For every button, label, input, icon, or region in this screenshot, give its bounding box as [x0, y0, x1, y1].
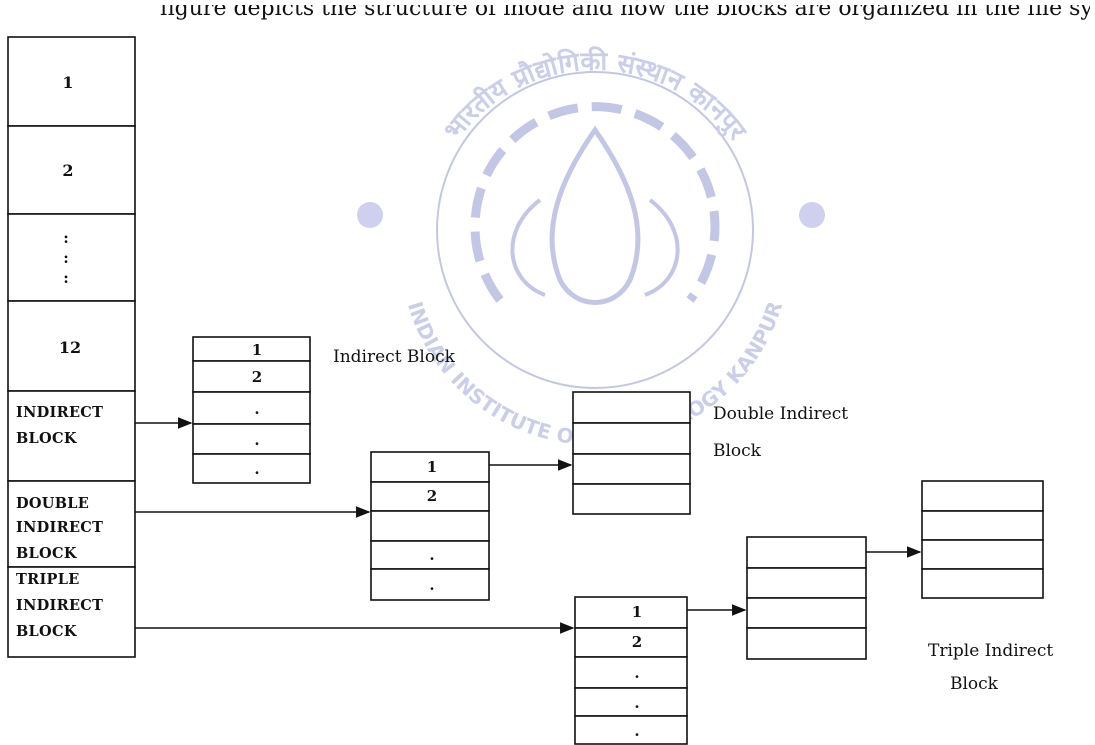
triple-first-cell-label: . — [634, 664, 639, 682]
double-second-cell — [572, 391, 691, 424]
inode-direct-2-label: 2 — [62, 161, 73, 180]
inode-ellipsis-3: : — [63, 269, 69, 287]
inode-triple-label-line1: TRIPLE — [16, 571, 80, 588]
inode-direct-1-label: 1 — [62, 73, 73, 92]
triple-second-cell — [746, 597, 867, 629]
seal-flame — [549, 125, 641, 305]
double-first-cell — [370, 540, 490, 570]
seal-outer-ring — [436, 71, 754, 389]
triple-indirect-first-level: 1 2 . . . — [574, 596, 688, 745]
watermark-seal: भारतीय प्रौद्योगिकी संस्थान कानपुर INDIA… — [357, 46, 825, 450]
header-text-fragment: figure depicts the structure of inode an… — [160, 0, 1090, 21]
indirect-block-cell-label: 2 — [252, 368, 262, 386]
double-first-cell — [370, 451, 490, 483]
indirect-block-cell-label: . — [254, 400, 259, 418]
double-indirect-first-level: 1 2 . . — [370, 451, 490, 601]
indirect-block-cell — [192, 360, 311, 393]
inode-direct-1-cell — [7, 36, 136, 127]
inode-direct-12-label: 12 — [59, 338, 81, 357]
inode-ellipsis-1: : — [63, 229, 69, 247]
triple-indirect-third-level — [921, 480, 1044, 599]
seal-petals — [510, 198, 680, 297]
triple-indirect-caption-line1: Triple Indirect — [928, 641, 1053, 661]
triple-indirect-caption-line2: Block — [950, 674, 999, 694]
indirect-block-caption: Indirect Block — [333, 347, 456, 367]
triple-third-cell — [921, 568, 1044, 599]
inode-ellipsis-2: : — [63, 249, 69, 267]
inode-double-label-line1: DOUBLE — [16, 495, 89, 512]
indirect-block-cell — [192, 453, 311, 484]
double-first-cell-label: 2 — [427, 487, 437, 505]
double-second-cell — [572, 453, 691, 485]
triple-third-cell — [921, 510, 1044, 541]
inode-triple-label-line3: BLOCK — [16, 623, 78, 640]
double-second-cell — [572, 483, 691, 515]
triple-first-cell — [574, 656, 688, 689]
double-first-cell — [370, 510, 490, 542]
inode-direct-ellipsis-cell — [7, 213, 136, 302]
triple-first-cell — [574, 715, 688, 745]
seal-dot-right — [799, 202, 825, 228]
seal-dot-left — [357, 202, 383, 228]
seal-gear — [470, 102, 720, 303]
indirect-block-cell — [192, 336, 311, 362]
triple-first-cell — [574, 687, 688, 717]
double-first-cell-label: . — [429, 576, 434, 594]
double-first-cell-label: 1 — [427, 458, 437, 476]
double-indirect-second-level — [572, 391, 691, 515]
indirect-block: 1 2 . . . — [192, 336, 311, 484]
triple-first-cell — [574, 596, 688, 629]
indirect-block-cell-label: . — [254, 460, 259, 478]
inode-table: 1 2 : : : 12 INDIRECT BLOCK DOUBLE INDIR… — [7, 36, 136, 658]
double-indirect-caption-line1: Double Indirect — [713, 404, 848, 424]
double-first-cell-label: . — [429, 546, 434, 564]
triple-second-cell — [746, 536, 867, 569]
triple-first-cell — [574, 627, 688, 658]
triple-third-cell — [921, 480, 1044, 512]
indirect-block-cell-label: 1 — [252, 341, 262, 359]
triple-first-cell-label: . — [634, 722, 639, 740]
indirect-block-cell — [192, 391, 311, 425]
double-first-cell — [370, 568, 490, 601]
triple-first-cell-label: 2 — [632, 633, 642, 651]
triple-third-cell — [921, 539, 1044, 570]
double-second-cell — [572, 422, 691, 455]
double-indirect-caption-line2: Block — [713, 441, 762, 461]
indirect-block-cell — [192, 423, 311, 455]
inode-indirect-label-line2: BLOCK — [16, 430, 78, 447]
inode-triple-cell — [7, 566, 136, 658]
inode-triple-label-line2: INDIRECT — [16, 597, 103, 614]
triple-second-cell — [746, 567, 867, 599]
triple-indirect-second-level — [746, 536, 867, 660]
indirect-block-cell-label: . — [254, 431, 259, 449]
triple-first-cell-label: . — [634, 694, 639, 712]
triple-first-cell-label: 1 — [632, 603, 642, 621]
triple-second-cell — [746, 627, 867, 660]
inode-indirect-label-line1: INDIRECT — [16, 404, 103, 421]
inode-double-label-line3: BLOCK — [16, 545, 78, 562]
pointer-arrows — [135, 417, 922, 634]
inode-double-label-line2: INDIRECT — [16, 519, 103, 536]
